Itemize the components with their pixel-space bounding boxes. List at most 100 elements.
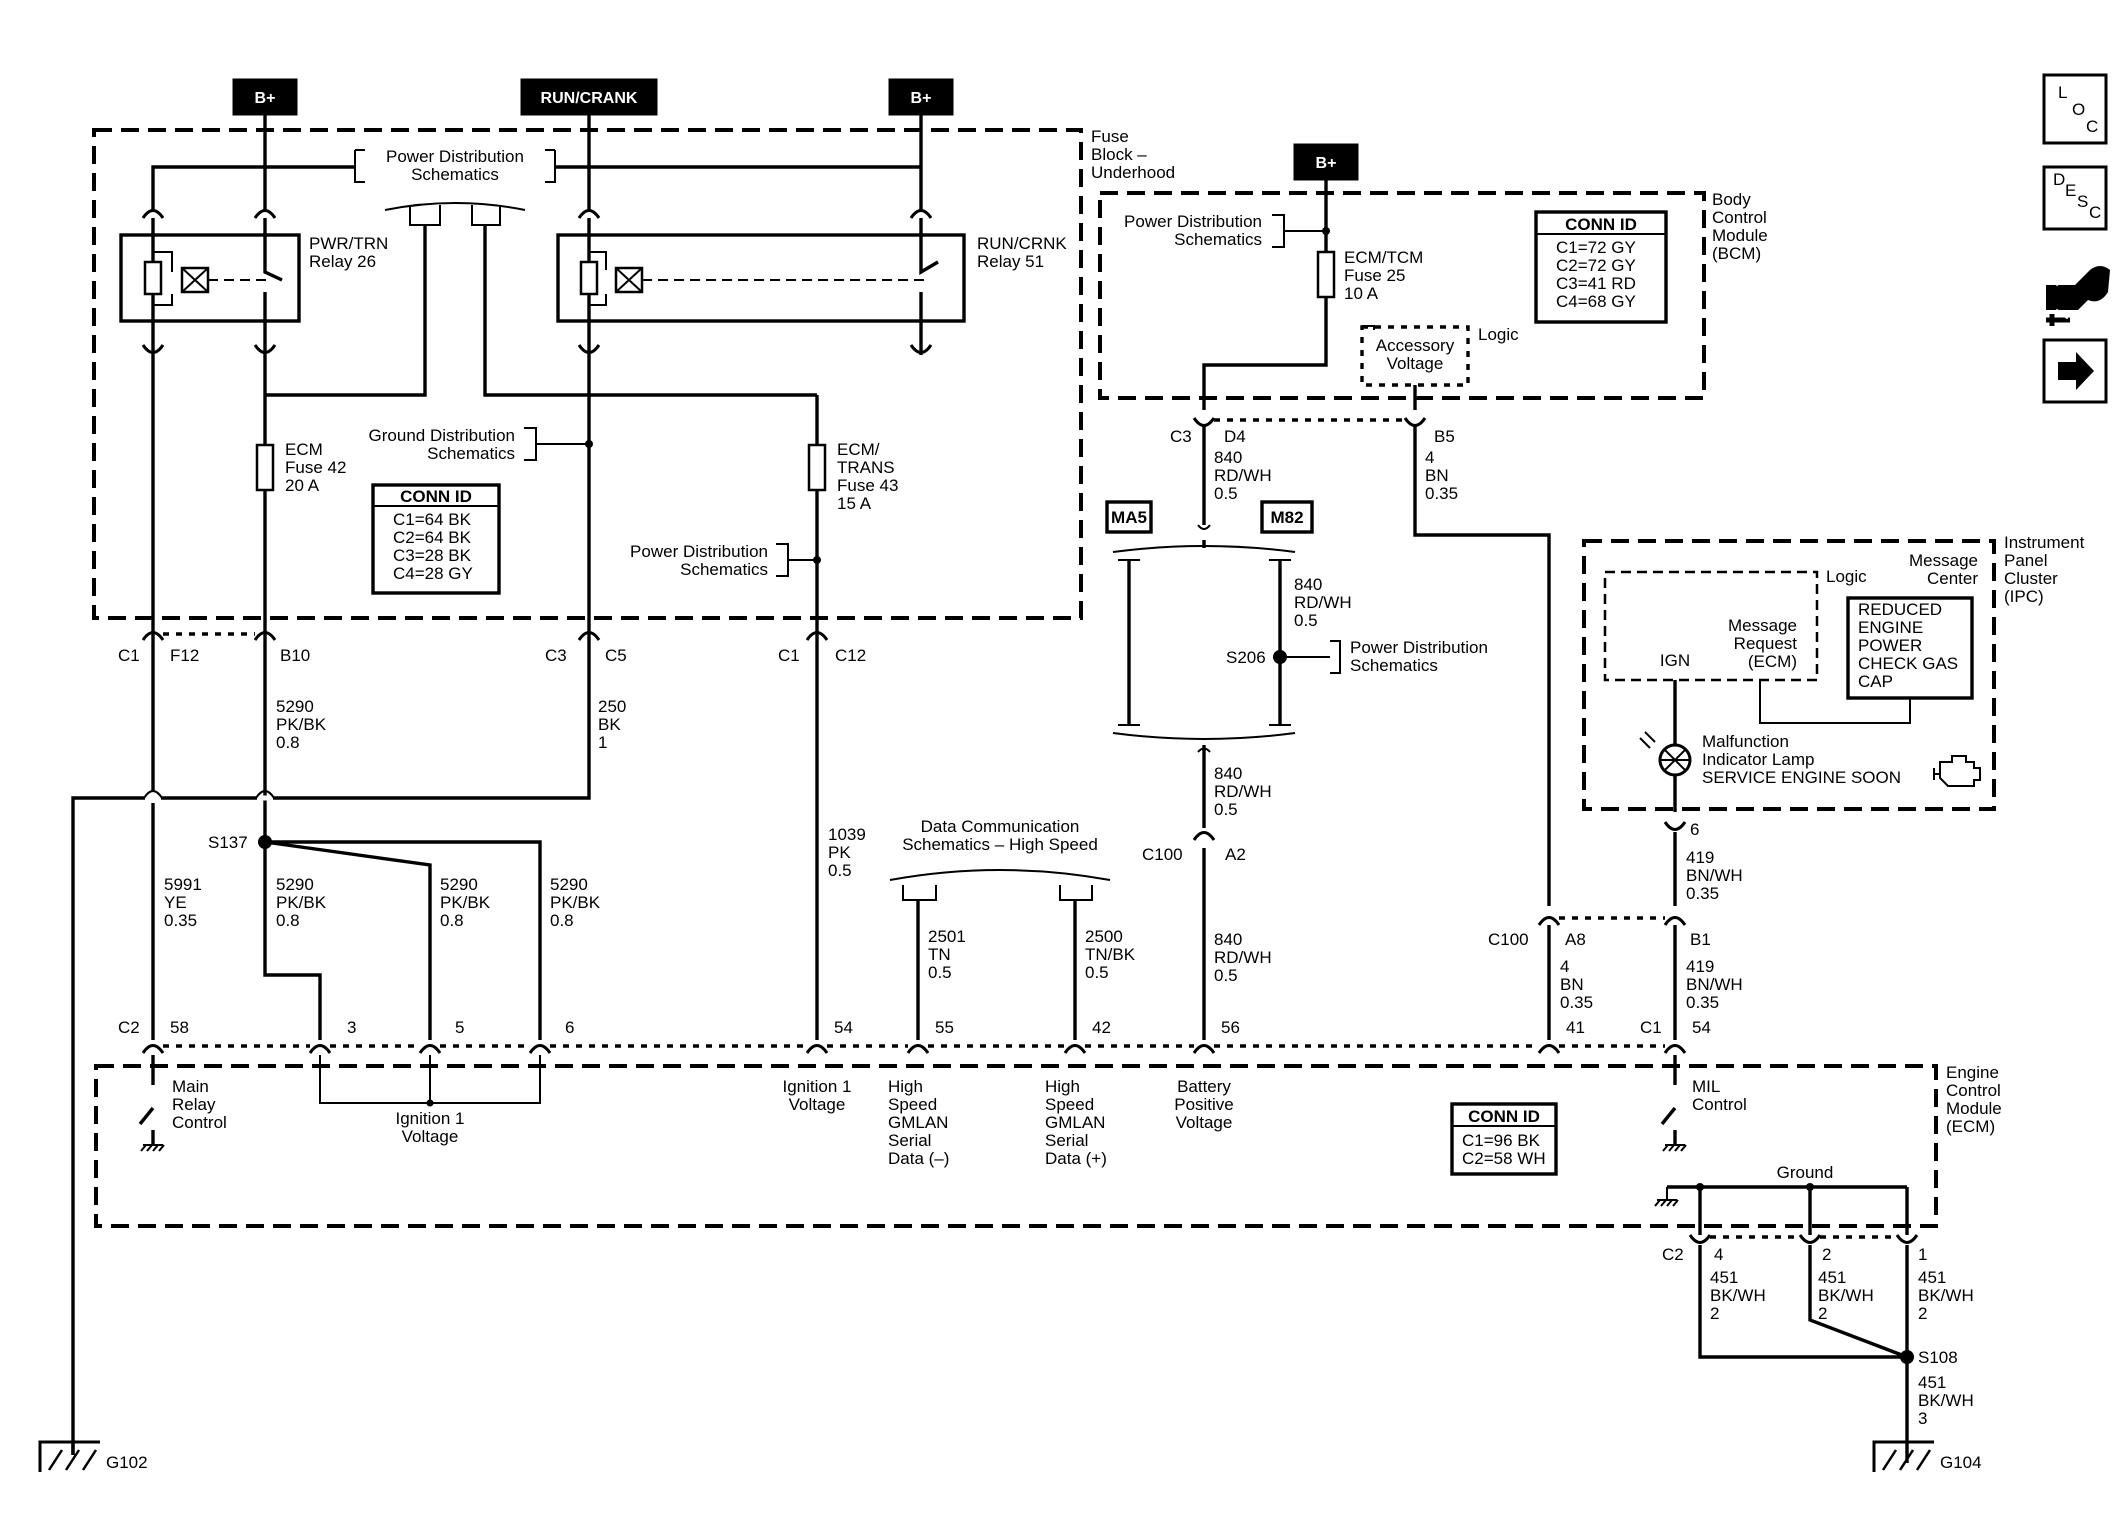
svg-text:Fuse 43: Fuse 43 xyxy=(837,476,898,495)
svg-text:5290: 5290 xyxy=(276,875,314,894)
c100-a-labels: C100 A2 xyxy=(1142,845,1246,864)
s206-power-dist-ref: Power Distribution Schematics xyxy=(1350,638,1488,675)
main-relay-control-label: Main Relay Control xyxy=(172,1077,227,1132)
svg-text:BK/WH: BK/WH xyxy=(1918,1391,1974,1410)
ign-label: IGN xyxy=(1660,651,1690,670)
svg-text:15 A: 15 A xyxy=(837,494,872,513)
svg-text:TRANS: TRANS xyxy=(837,458,895,477)
svg-text:C5: C5 xyxy=(605,646,627,665)
svg-text:419: 419 xyxy=(1686,957,1714,976)
loc-button[interactable]: L O C xyxy=(2042,73,2108,145)
svg-text:Data (+): Data (+) xyxy=(1045,1149,1107,1168)
svg-text:Message: Message xyxy=(1728,616,1797,635)
message-center-label: Message Center xyxy=(1909,551,1978,588)
svg-text:C4=28 GY: C4=28 GY xyxy=(393,564,473,583)
svg-text:Module: Module xyxy=(1712,226,1768,245)
svg-text:0.5: 0.5 xyxy=(1294,611,1318,630)
svg-text:REDUCED: REDUCED xyxy=(1858,600,1942,619)
ipc-title: Instrument Panel Cluster (IPC) xyxy=(2004,533,2085,606)
svg-text:0.5: 0.5 xyxy=(928,963,952,982)
svg-text:YE: YE xyxy=(164,893,187,912)
svg-text:Request: Request xyxy=(1734,634,1798,653)
svg-text:C3: C3 xyxy=(1170,427,1192,446)
fuse-block-conn-id-lines: C1=64 BK C2=64 BK C3=28 BK C4=28 GY xyxy=(393,510,473,583)
svg-text:0.5: 0.5 xyxy=(828,861,852,880)
svg-text:RUN/CRNK: RUN/CRNK xyxy=(977,234,1067,253)
svg-text:PK/BK: PK/BK xyxy=(440,893,491,912)
ground-g104-icon xyxy=(1872,1440,1934,1472)
option-ma5-label: MA5 xyxy=(1111,508,1147,527)
bcm-outline xyxy=(1098,191,1706,400)
svg-text:5290: 5290 xyxy=(550,875,588,894)
svg-text:Fuse: Fuse xyxy=(1091,127,1129,146)
svg-text:Relay 51: Relay 51 xyxy=(977,252,1044,271)
message-request-label: Message Request (ECM) xyxy=(1728,616,1797,671)
svg-text:C100: C100 xyxy=(1142,845,1183,864)
svg-text:451: 451 xyxy=(1710,1268,1738,1287)
ecm-connector-cups xyxy=(141,1044,1687,1054)
svg-text:Schematics: Schematics xyxy=(1174,230,1262,249)
mil-control-label: MIL Control xyxy=(1692,1077,1747,1114)
svg-text:TN/BK: TN/BK xyxy=(1085,945,1136,964)
svg-text:Relay 26: Relay 26 xyxy=(309,252,376,271)
svg-text:C1: C1 xyxy=(778,646,800,665)
svg-text:RD/WH: RD/WH xyxy=(1294,593,1352,612)
svg-text:BK/WH: BK/WH xyxy=(1710,1286,1766,1305)
svg-text:0.35: 0.35 xyxy=(1560,993,1593,1012)
ipc-logic-label: Logic xyxy=(1826,567,1867,586)
svg-text:1039: 1039 xyxy=(828,825,866,844)
hs-gmlan-minus-label: High Speed GMLAN Serial Data (–) xyxy=(888,1077,949,1168)
svg-text:C1=64 BK: C1=64 BK xyxy=(393,510,472,529)
svg-text:C1: C1 xyxy=(1640,1018,1662,1037)
ground-dist-schematic-ref: Ground Distribution Schematics xyxy=(369,426,515,463)
svg-text:ECM/: ECM/ xyxy=(837,440,880,459)
svg-text:C3: C3 xyxy=(545,646,567,665)
svg-text:D: D xyxy=(2053,170,2065,189)
bcm-conn-id-title: CONN ID xyxy=(1565,215,1637,234)
svg-text:CAP: CAP xyxy=(1858,672,1893,691)
svg-text:Malfunction: Malfunction xyxy=(1702,732,1789,751)
svg-text:C2: C2 xyxy=(1662,1245,1684,1264)
svg-text:2501: 2501 xyxy=(928,927,966,946)
s137-label: S137 xyxy=(208,833,248,852)
ecm-conn-id-lines: C1=96 BK C2=58 WH xyxy=(1462,1131,1546,1168)
data-comm-schematic-ref: Data Communication Schematics – High Spe… xyxy=(902,817,1098,854)
svg-text:Engine: Engine xyxy=(1946,1063,1999,1082)
svg-text:Speed: Speed xyxy=(888,1095,937,1114)
bcm-conn-id xyxy=(1534,210,1668,324)
svg-text:POWER: POWER xyxy=(1858,636,1922,655)
message-center-display xyxy=(1846,596,1974,700)
hand-tool-button[interactable] xyxy=(2046,266,2110,326)
svg-text:Block –: Block – xyxy=(1091,145,1147,164)
fuse25-label: ECM/TCM Fuse 25 10 A xyxy=(1344,248,1423,303)
svg-text:0.5: 0.5 xyxy=(1214,484,1238,503)
svg-text:840: 840 xyxy=(1214,764,1242,783)
svg-text:C: C xyxy=(2089,203,2101,222)
ipc-outline xyxy=(1582,539,1996,811)
svg-text:54: 54 xyxy=(834,1018,853,1037)
ignition1-voltage2-label: Ignition 1 Voltage xyxy=(783,1077,852,1114)
svg-text:C: C xyxy=(2086,117,2098,136)
run-crank-label: RUN/CRANK xyxy=(541,90,638,107)
svg-text:BK/WH: BK/WH xyxy=(1818,1286,1874,1305)
svg-text:Accessory: Accessory xyxy=(1376,336,1455,355)
ground-g102-icon xyxy=(38,1440,100,1472)
desc-button[interactable]: D E S C xyxy=(2042,165,2108,231)
power-dist-schematic-ref: Power Distribution Schematics xyxy=(386,147,524,184)
svg-text:High: High xyxy=(888,1077,923,1096)
next-arrow-button[interactable] xyxy=(2042,338,2108,404)
svg-text:42: 42 xyxy=(1092,1018,1111,1037)
svg-text:0.8: 0.8 xyxy=(276,733,300,752)
svg-text:D4: D4 xyxy=(1224,427,1246,446)
svg-text:(ECM): (ECM) xyxy=(1748,652,1797,671)
svg-text:Voltage: Voltage xyxy=(1176,1113,1233,1132)
